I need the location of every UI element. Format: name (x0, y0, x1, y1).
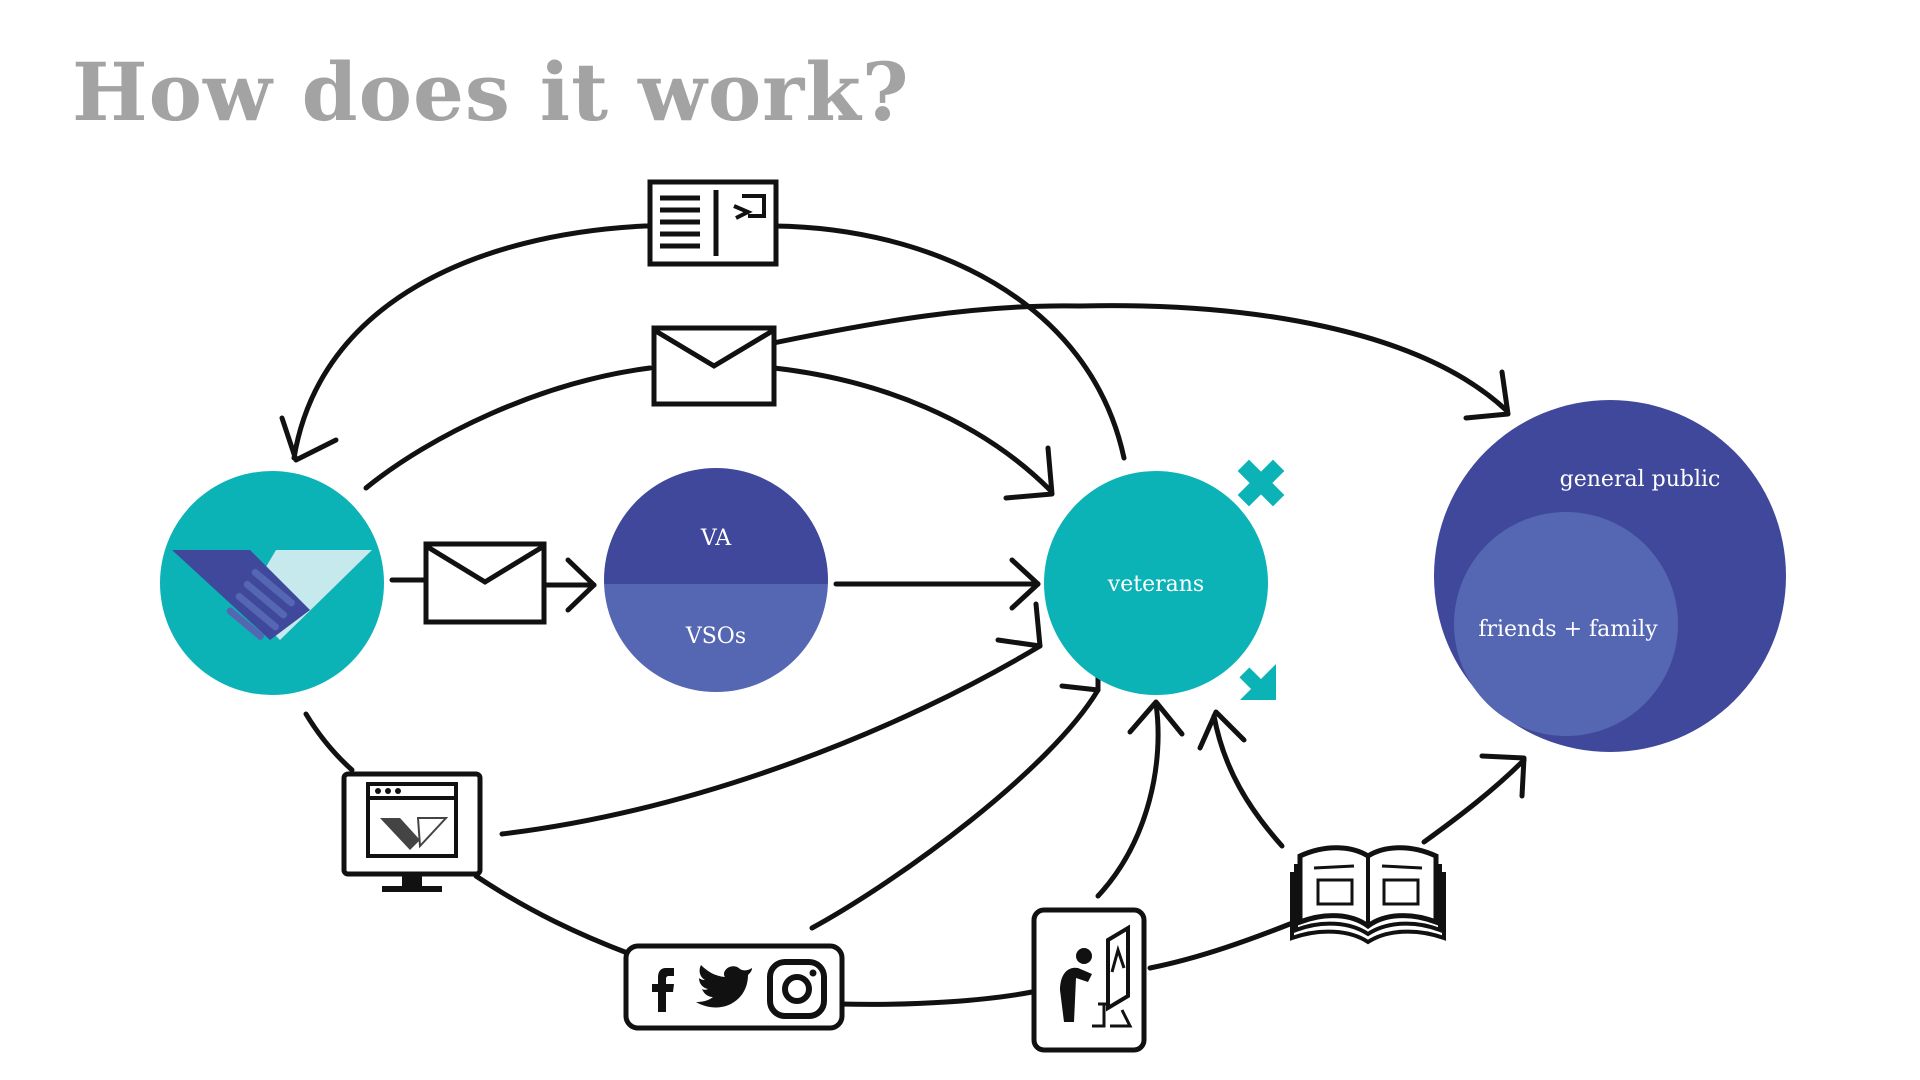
page-title: How does it work? (72, 45, 910, 139)
friends-family-label: friends + family (1478, 617, 1658, 642)
postcard-icon (647, 179, 779, 267)
audience-node: general public friends + family (1434, 400, 1786, 752)
organization-logo (160, 471, 384, 695)
arrowhead-general-public (1463, 369, 1511, 421)
va-label: VA (700, 526, 732, 551)
line-org-to-website (303, 711, 355, 773)
arrowhead-veterans-top (1003, 445, 1055, 501)
arrowhead-veterans-museum (1127, 699, 1185, 737)
arc-museum-to-veterans (1095, 701, 1161, 899)
arc-book-to-public (1421, 757, 1527, 845)
envelope-icon (651, 325, 777, 407)
arrowhead-veterans-left (1009, 557, 1041, 611)
envelope-icon (423, 541, 547, 625)
handshake-logo-icon (172, 550, 372, 640)
line-website-to-social (473, 873, 633, 957)
arc-social-to-veterans (809, 687, 1101, 931)
book-icon (1290, 845, 1446, 945)
arc-book-to-veterans (1211, 713, 1285, 849)
arc-website-to-veterans (499, 643, 1043, 837)
museum-exhibit-icon (1031, 907, 1147, 1053)
arrowhead-veterans-book (1197, 709, 1247, 751)
veterans-label: veterans (1107, 572, 1204, 597)
general-public-label: general public (1560, 467, 1721, 492)
line-social-to-museum (837, 989, 1035, 1007)
va-vsos-node: VA VSOs (604, 468, 828, 692)
arrowhead-org-top (279, 415, 339, 463)
arc-org-to-veterans (363, 365, 1053, 493)
vsos-label: VSOs (685, 624, 746, 649)
website-monitor-icon (341, 771, 483, 892)
arrowhead-veterans-website (995, 601, 1043, 649)
connector-lines (279, 223, 1527, 1007)
gender-symbol-icon (1237, 459, 1285, 700)
arrowhead-general-public-bottom (1479, 753, 1527, 799)
veterans-node: veterans (1044, 459, 1285, 700)
line-museum-to-book (1147, 917, 1303, 971)
arrowhead-va (565, 557, 597, 613)
arc-to-general-public (737, 303, 1509, 413)
social-media-icon (623, 943, 845, 1031)
